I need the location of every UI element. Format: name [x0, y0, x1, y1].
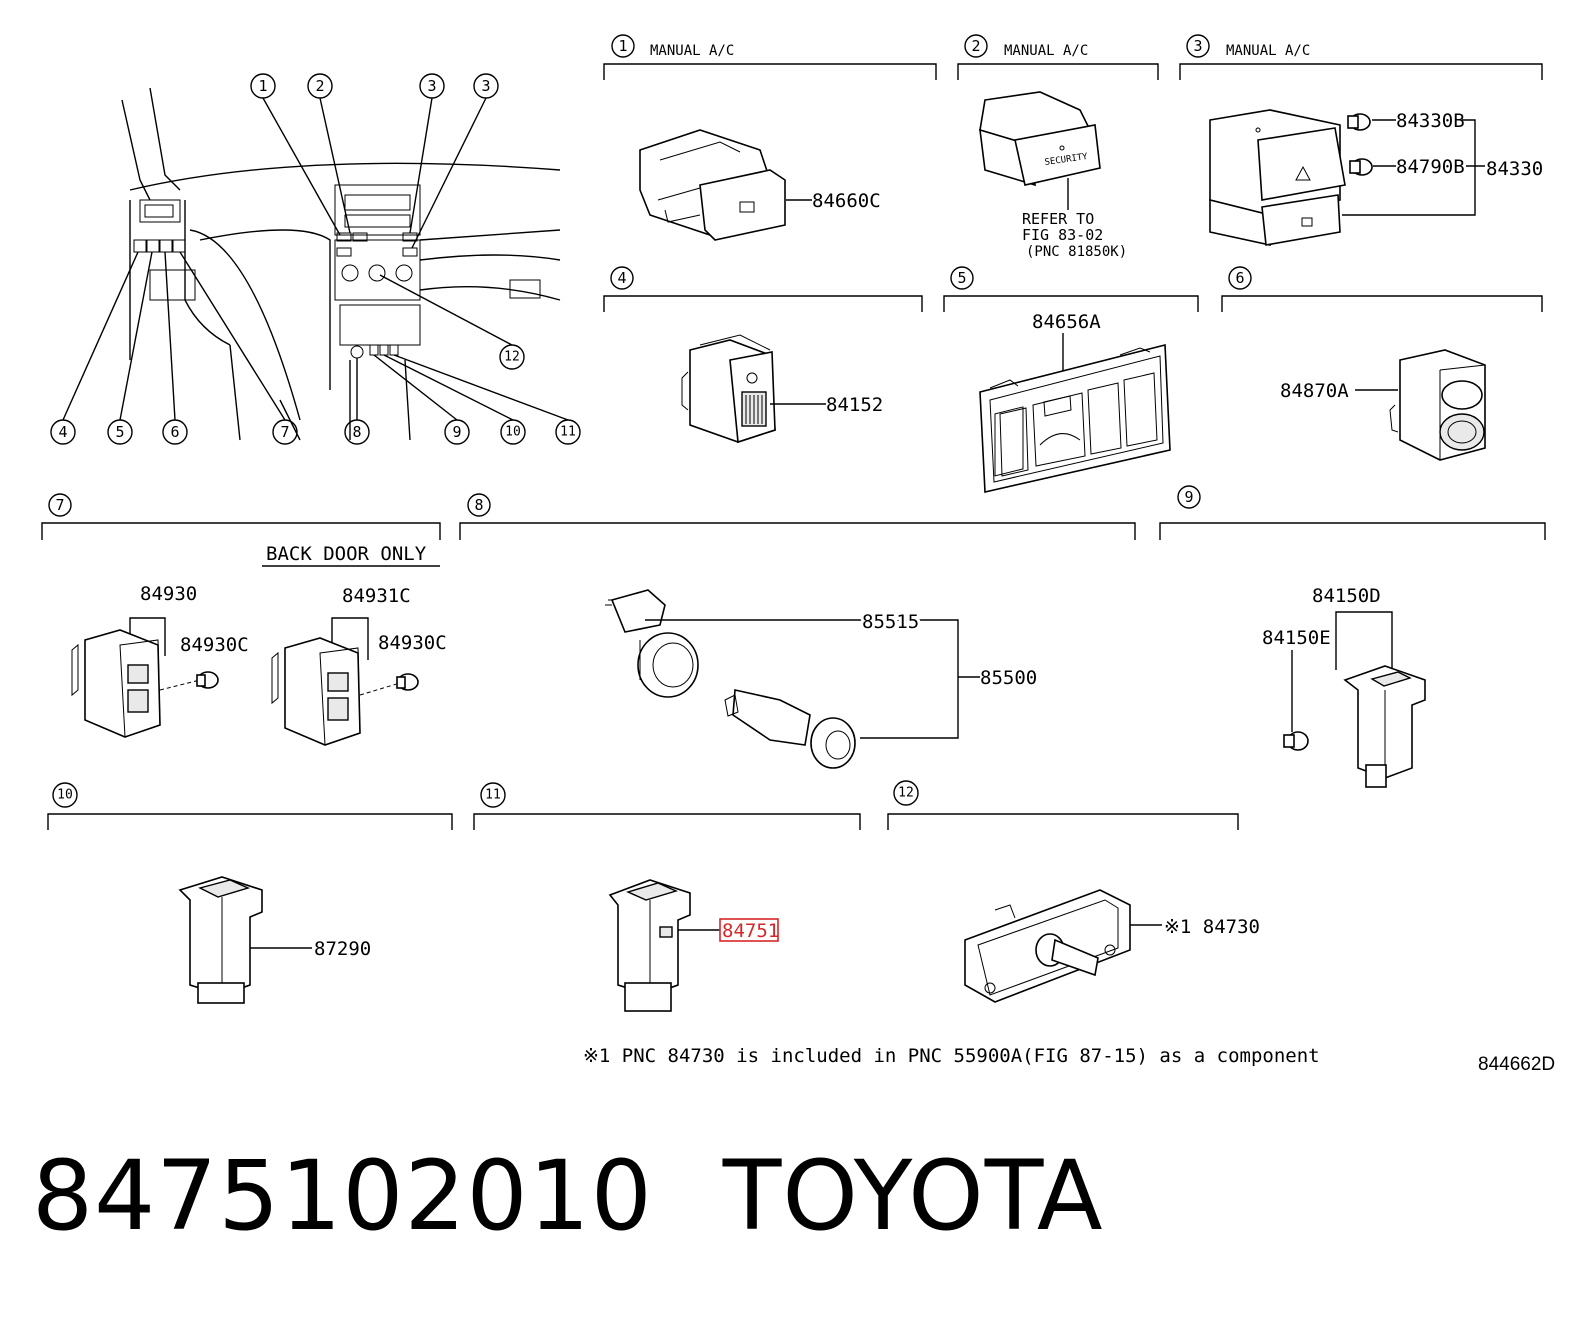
svg-text:1: 1	[618, 37, 627, 55]
svg-text:9: 9	[452, 423, 461, 441]
svg-text:10: 10	[505, 425, 521, 440]
section-header-1: 1 MANUAL A/C	[603, 34, 937, 80]
footnote: ※1 PNC 84730 is included in PNC 55900A(F…	[583, 1045, 1320, 1067]
callout-5: 5	[107, 419, 133, 445]
part-87290-label: 87290	[314, 938, 371, 960]
svg-text:MANUAL A/C: MANUAL A/C	[650, 43, 734, 59]
part-84931C-label: 84931C	[342, 585, 411, 607]
section-header-2: 2 MANUAL A/C	[957, 34, 1159, 80]
part-84930-group: 84930 84930C	[71, 583, 249, 738]
svg-text:2: 2	[315, 77, 324, 95]
security-switch-group: SECURITY REFER TO FIG 83-02 (PNC 81850K)	[979, 91, 1127, 260]
part-84930-label: 84930	[140, 583, 197, 605]
part-84660C-label: 84660C	[812, 190, 881, 212]
section-header-6: 6	[1221, 266, 1543, 312]
svg-text:2: 2	[971, 37, 980, 55]
part-84152-label: 84152	[826, 394, 883, 416]
part-84790B-label: 84790B	[1396, 156, 1465, 178]
section-header-5: 5	[943, 266, 1199, 312]
figure-id: 844662D	[1478, 1054, 1555, 1075]
section-header-10: 10	[47, 782, 453, 830]
part-84330-label: 84330	[1486, 158, 1543, 180]
callout-11: 11	[555, 419, 581, 445]
section-header-3: 3 MANUAL A/C	[1179, 34, 1543, 80]
svg-text:3: 3	[427, 77, 436, 95]
svg-text:12: 12	[504, 350, 520, 365]
callout-9: 9	[444, 419, 470, 445]
part-84751-group: 84751	[608, 879, 779, 1012]
part-85515-label: 85515	[862, 611, 919, 633]
section-header-11: 11	[473, 782, 861, 830]
svg-text:1: 1	[258, 77, 267, 95]
dashboard-overview: 1 2 3 3 4 5 6 7 8 9 10 11 12	[50, 73, 581, 445]
callout-8: 8	[344, 419, 370, 445]
part-84656A-group: 84656A	[979, 311, 1171, 493]
refer-text-line2: FIG 83-02	[1022, 226, 1103, 244]
refer-text-line3: (PNC 81850K)	[1026, 244, 1127, 260]
bulb-84790B	[1349, 158, 1373, 176]
svg-text:MANUAL A/C: MANUAL A/C	[1226, 43, 1310, 59]
brand-name: TOYOTA	[722, 1140, 1104, 1252]
callout-1: 1	[250, 73, 276, 99]
callout-2: 2	[307, 73, 333, 99]
part-84150E-label: 84150E	[1262, 627, 1331, 649]
part-84656A-label: 84656A	[1032, 311, 1101, 333]
part-84330B-label: 84330B	[1396, 110, 1465, 132]
svg-text:12: 12	[898, 786, 914, 801]
svg-text:4: 4	[58, 423, 67, 441]
part-85500-label: 85500	[980, 667, 1037, 689]
svg-text:3: 3	[1193, 37, 1202, 55]
section-header-4: 4	[603, 266, 923, 312]
bulb-84330B	[1347, 113, 1371, 131]
section-header-9: 9	[1159, 485, 1546, 540]
svg-text:4: 4	[617, 269, 626, 287]
part-84150D-group: 84150D 84150E	[1262, 585, 1426, 788]
svg-text:7: 7	[55, 496, 64, 514]
callout-12: 12	[499, 344, 525, 370]
part-84870A-group: 84870A	[1280, 349, 1486, 461]
svg-text:8: 8	[352, 423, 361, 441]
svg-text:BACK DOOR ONLY: BACK DOOR ONLY	[266, 543, 427, 565]
part-84730-label: ※1 84730	[1164, 916, 1260, 938]
part-84930C-a-label: 84930C	[180, 634, 249, 656]
cigarette-lighter-group: 85515 85500	[605, 589, 1037, 769]
part-84730-group: ※1 84730	[964, 889, 1260, 1003]
svg-text:MANUAL A/C: MANUAL A/C	[1004, 43, 1088, 59]
section-header-12: 12	[887, 780, 1239, 830]
svg-text:3: 3	[481, 77, 490, 95]
callout-3a: 3	[419, 73, 445, 99]
callout-3b: 3	[473, 73, 499, 99]
section-headers: 1 MANUAL A/C 2 MANUAL A/C 3 MANUAL A/C 4…	[41, 34, 1546, 830]
hazard-switch-group: 84330B 84790B 84330	[1209, 109, 1543, 246]
svg-text:8: 8	[474, 496, 483, 514]
part-87290-group: 87290	[178, 876, 371, 1004]
part-84931C-group: 84931C 84930C	[271, 585, 447, 746]
callout-7: 7	[272, 419, 298, 445]
part-84660C-group: 84660C	[639, 129, 881, 241]
part-84150D-label: 84150D	[1312, 585, 1381, 607]
svg-text:5: 5	[957, 269, 966, 287]
callout-10: 10	[500, 419, 526, 445]
part-title: 8475102010 TOYOTA	[32, 1140, 1174, 1252]
part-84870A-label: 84870A	[1280, 380, 1349, 402]
svg-text:11: 11	[560, 425, 576, 440]
callout-4: 4	[50, 419, 76, 445]
part-number: 8475102010	[32, 1140, 653, 1252]
section-header-8: 8	[459, 493, 1136, 540]
callout-6: 6	[162, 419, 188, 445]
refer-text-line1: REFER TO	[1022, 210, 1094, 228]
svg-text:5: 5	[115, 423, 124, 441]
svg-text:9: 9	[1184, 488, 1193, 506]
svg-text:10: 10	[57, 788, 73, 803]
svg-text:6: 6	[170, 423, 179, 441]
svg-text:11: 11	[485, 788, 501, 803]
section-header-7: 7 BACK DOOR ONLY	[41, 493, 441, 567]
part-84751-highlight	[719, 918, 779, 942]
svg-text:6: 6	[1235, 269, 1244, 287]
svg-text:7: 7	[280, 423, 289, 441]
part-84152-group: 84152	[681, 334, 883, 444]
part-84930C-b-label: 84930C	[378, 632, 447, 654]
part-84751-label[interactable]: 84751	[722, 920, 779, 942]
